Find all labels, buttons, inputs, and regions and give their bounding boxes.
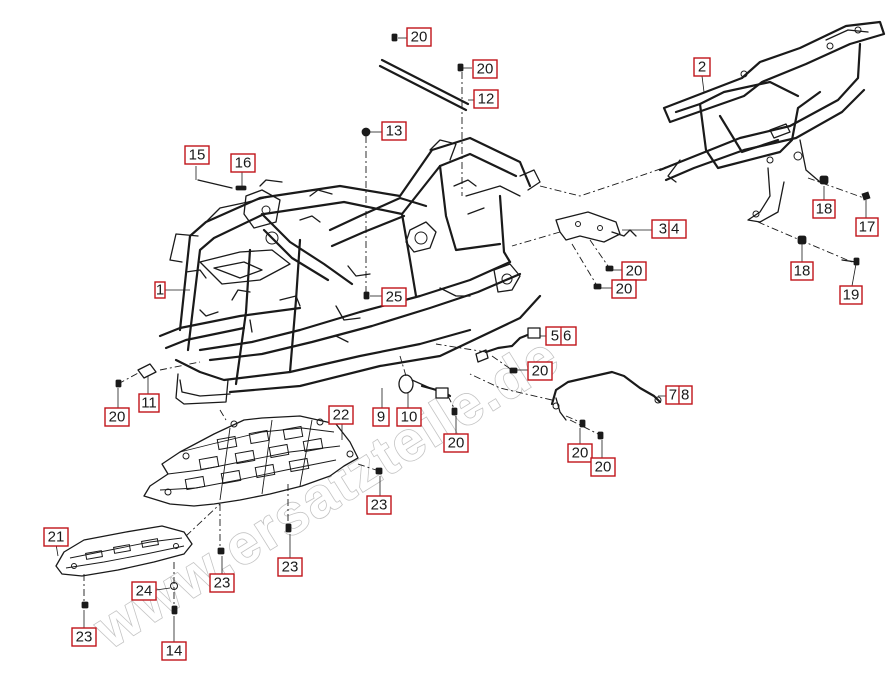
- callout-20: 20: [406, 27, 432, 47]
- svg-text:20: 20: [109, 409, 126, 426]
- svg-text:20: 20: [532, 363, 549, 380]
- svg-text:23: 23: [214, 575, 231, 592]
- callout-19: 19: [839, 285, 863, 305]
- callout-15: 15: [184, 145, 210, 165]
- svg-text:12: 12: [478, 91, 495, 108]
- brace-7-8: [550, 370, 662, 421]
- svg-text:11: 11: [141, 395, 157, 412]
- callout-10: 10: [396, 407, 422, 427]
- svg-text:20: 20: [595, 459, 612, 476]
- callout-20: 20: [104, 407, 130, 427]
- svg-text:23: 23: [371, 497, 388, 514]
- svg-text:23: 23: [282, 559, 299, 576]
- callout-14: 14: [161, 641, 187, 661]
- svg-text:19: 19: [843, 287, 860, 304]
- callout-17: 17: [855, 217, 879, 237]
- svg-text:20: 20: [448, 435, 465, 452]
- callout-13: 13: [381, 121, 407, 141]
- upper-rod: [378, 58, 470, 112]
- svg-text:20: 20: [477, 61, 494, 78]
- svg-text:15: 15: [189, 147, 206, 164]
- svg-text:1: 1: [156, 282, 164, 299]
- svg-text:24: 24: [136, 583, 153, 600]
- front-plate-21: [55, 525, 193, 577]
- callout-23: 23: [277, 557, 303, 577]
- fasteners: [81, 33, 871, 615]
- plate-11: [137, 363, 157, 379]
- callout-20: 20: [611, 279, 637, 299]
- main-frame: [158, 136, 542, 405]
- callout-12: 12: [473, 89, 499, 109]
- callout-11: 11: [138, 393, 160, 413]
- svg-text:21: 21: [48, 529, 65, 546]
- svg-text:13: 13: [386, 123, 403, 140]
- callout-25: 25: [381, 287, 407, 307]
- skid-plate-22: [143, 415, 359, 507]
- svg-text:18: 18: [816, 201, 833, 218]
- callout-24: 24: [131, 581, 157, 601]
- callouts: 20 20 12 13 15 16 2 1 25 18 17 3|4 20 20…: [43, 27, 879, 661]
- svg-text:23: 23: [76, 629, 93, 646]
- svg-text:10: 10: [401, 409, 418, 426]
- svg-text:16: 16: [235, 155, 252, 172]
- callout-20: 20: [621, 261, 647, 281]
- callout-20: 20: [527, 361, 553, 381]
- svg-text:20: 20: [616, 281, 633, 298]
- callout-22: 22: [328, 405, 354, 425]
- callout-23: 23: [209, 573, 235, 593]
- callout-20: 20: [472, 59, 498, 79]
- callout-20: 20: [567, 443, 593, 463]
- callout-separators: [560, 220, 680, 404]
- callout-18: 18: [812, 199, 836, 219]
- callout-20: 20: [590, 457, 616, 477]
- svg-text:20: 20: [626, 263, 643, 280]
- parts-9-10: [398, 374, 452, 399]
- callout-18: 18: [790, 261, 814, 281]
- svg-text:2: 2: [698, 59, 706, 76]
- callout-16: 16: [230, 153, 256, 173]
- svg-text:20: 20: [572, 445, 589, 462]
- callout-1: 1: [154, 281, 166, 299]
- assembly-lines: [55, 37, 867, 642]
- callout-23: 23: [71, 627, 97, 647]
- svg-text:14: 14: [166, 643, 183, 660]
- callout-21: 21: [43, 527, 69, 547]
- svg-text:22: 22: [333, 407, 350, 424]
- svg-text:17: 17: [859, 219, 876, 236]
- callout-9: 9: [372, 407, 390, 427]
- callout-2: 2: [693, 57, 711, 77]
- bracket-3-4: [555, 211, 637, 243]
- rear-subframe: [658, 20, 886, 223]
- callout-20: 20: [443, 433, 469, 453]
- svg-text:25: 25: [386, 289, 403, 306]
- callout-23: 23: [366, 495, 392, 515]
- svg-text:9: 9: [377, 409, 385, 426]
- svg-text:20: 20: [411, 29, 428, 46]
- svg-text:18: 18: [794, 263, 811, 280]
